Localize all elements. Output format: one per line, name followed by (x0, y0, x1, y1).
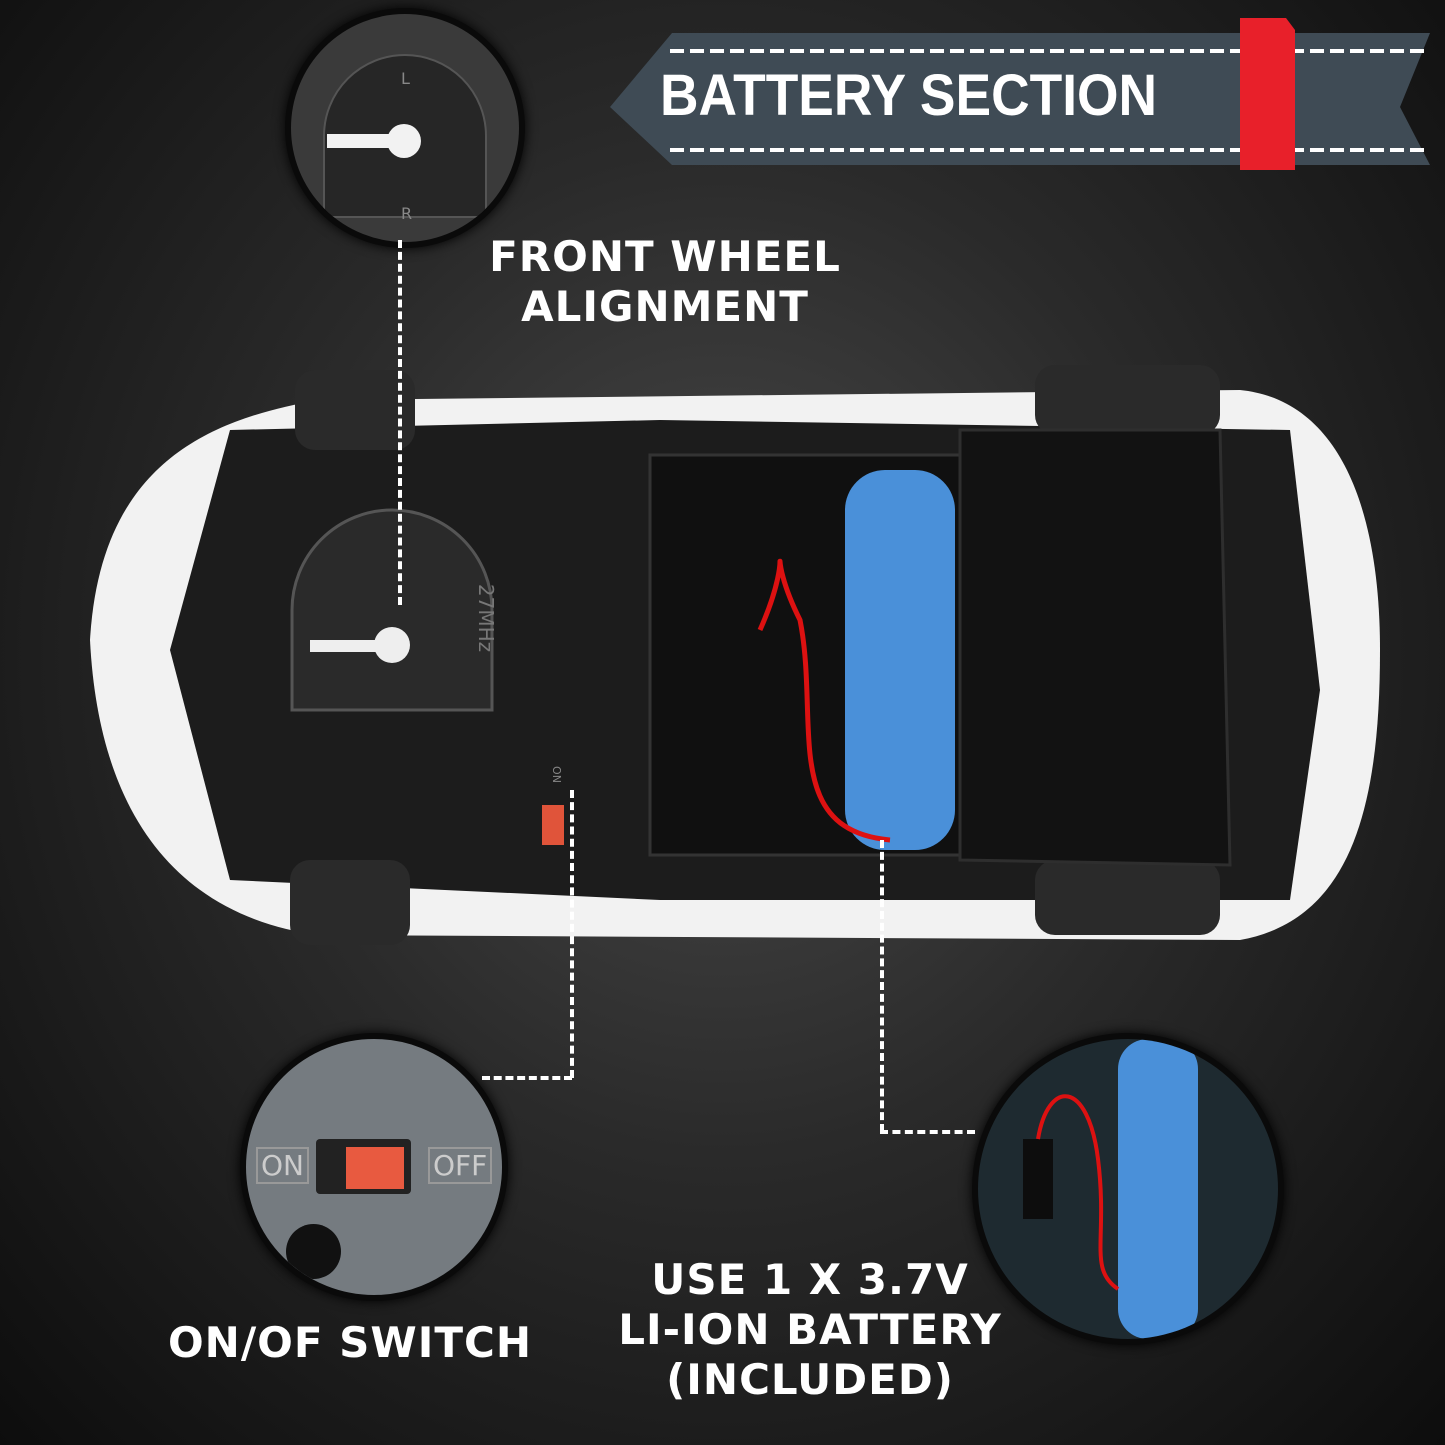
chassis-switch-on-mark: ON (549, 766, 563, 783)
switch-connector-v (570, 790, 574, 1078)
battery-label-line3: (INCLUDED) (666, 1355, 954, 1404)
battery-section-banner (610, 18, 1430, 170)
battery-connector-h (880, 1130, 975, 1134)
switch-label: ON/OF SWITCH (167, 1318, 533, 1367)
front-wheel-label-line1: FRONT WHEEL (489, 232, 841, 281)
switch-off-text: OFF (428, 1147, 493, 1184)
banner-title: BATTERY SECTION (660, 63, 1158, 128)
switch-closeup: ON OFF (240, 1033, 508, 1301)
front-wheel-label-line2: ALIGNMENT (521, 282, 809, 331)
alignment-l-mark: L (401, 69, 410, 88)
battery-label-line1: USE 1 X 3.7V (651, 1255, 969, 1304)
alignment-r-mark: R (401, 204, 413, 223)
battery-closeup (972, 1033, 1284, 1345)
battery-connector-v (880, 840, 884, 1132)
rc-car-underside-photo (90, 365, 1380, 945)
alignment-connector (398, 240, 402, 605)
switch-connector-h (482, 1076, 572, 1080)
battery-label-line2: LI-ION BATTERY (618, 1305, 1002, 1354)
switch-on-text: ON (256, 1147, 309, 1184)
chassis-frequency-mark: 27MHz (474, 583, 499, 653)
alignment-closeup: L R (285, 8, 525, 248)
